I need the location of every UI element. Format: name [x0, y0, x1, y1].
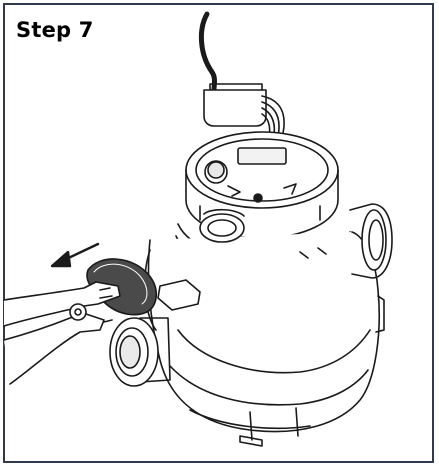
pliers-icon — [3, 281, 121, 385]
water-meter-icon — [109, 131, 393, 447]
arrow-left-down-icon — [50, 242, 100, 268]
step-title: Step 7 — [16, 18, 94, 42]
cable-icon — [198, 11, 217, 93]
